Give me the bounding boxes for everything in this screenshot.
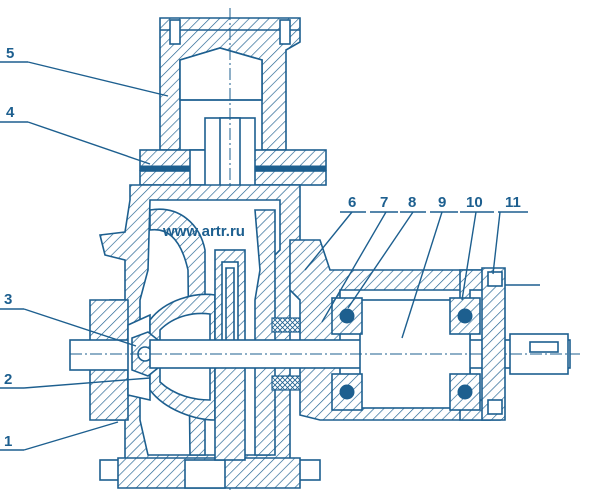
label-11: 11 [505,194,521,211]
label-4: 4 [6,104,15,121]
label-5: 5 [6,45,14,62]
leader-lines [0,61,528,451]
label-2: 2 [4,371,12,388]
label-7: 7 [380,194,388,211]
bearing-inner [331,297,363,411]
watermark-text: www.artr.ru [162,223,245,240]
label-3: 3 [4,291,12,308]
shaft-seal [271,317,301,391]
label-9: 9 [438,194,446,211]
label-1: 1 [4,433,12,450]
label-6: 6 [348,194,356,211]
part-labels: 5 4 3 2 1 6 7 8 9 10 11 [4,45,521,450]
label-10: 10 [466,194,483,211]
bearing-outer [449,297,481,411]
end-cover [481,267,540,421]
label-8: 8 [408,194,416,211]
